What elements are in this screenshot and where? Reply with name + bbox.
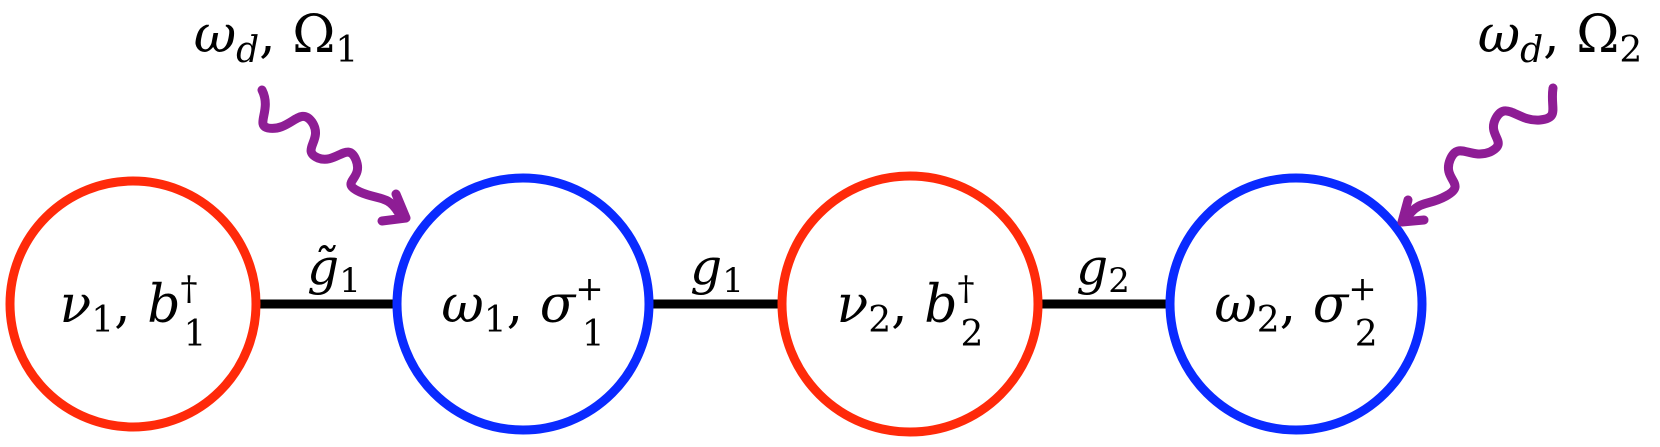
drive-arrow-2-head — [1397, 195, 1429, 227]
drive-label-1: ωd, Ω1 — [194, 5, 359, 71]
qubit-mode-2-circle — [1165, 173, 1427, 435]
phonon-mode-2-label: ν2, b†2 — [837, 269, 984, 355]
coupling-label-2: g1 — [690, 238, 744, 301]
qubit-mode-2-label: ω2, σ+2 — [1214, 269, 1377, 355]
phonon-mode-1-label: ν1, b†1 — [60, 269, 207, 355]
phonon-mode-1-circle — [5, 176, 261, 432]
drive-arrow-2-wave — [1403, 83, 1558, 221]
drive-arrow-1-wave — [257, 85, 403, 217]
drive-arrow-1-head — [377, 189, 411, 226]
coupling-label-3: g2 — [1076, 238, 1130, 301]
drive-label-2: ωd, Ω2 — [1478, 5, 1643, 71]
phonon-mode-2-circle — [777, 171, 1043, 437]
qubit-mode-1-label: ω1, σ+1 — [441, 269, 604, 355]
qubit-mode-1-circle — [392, 173, 654, 435]
coupling-label-1: g̃1 — [307, 238, 361, 301]
